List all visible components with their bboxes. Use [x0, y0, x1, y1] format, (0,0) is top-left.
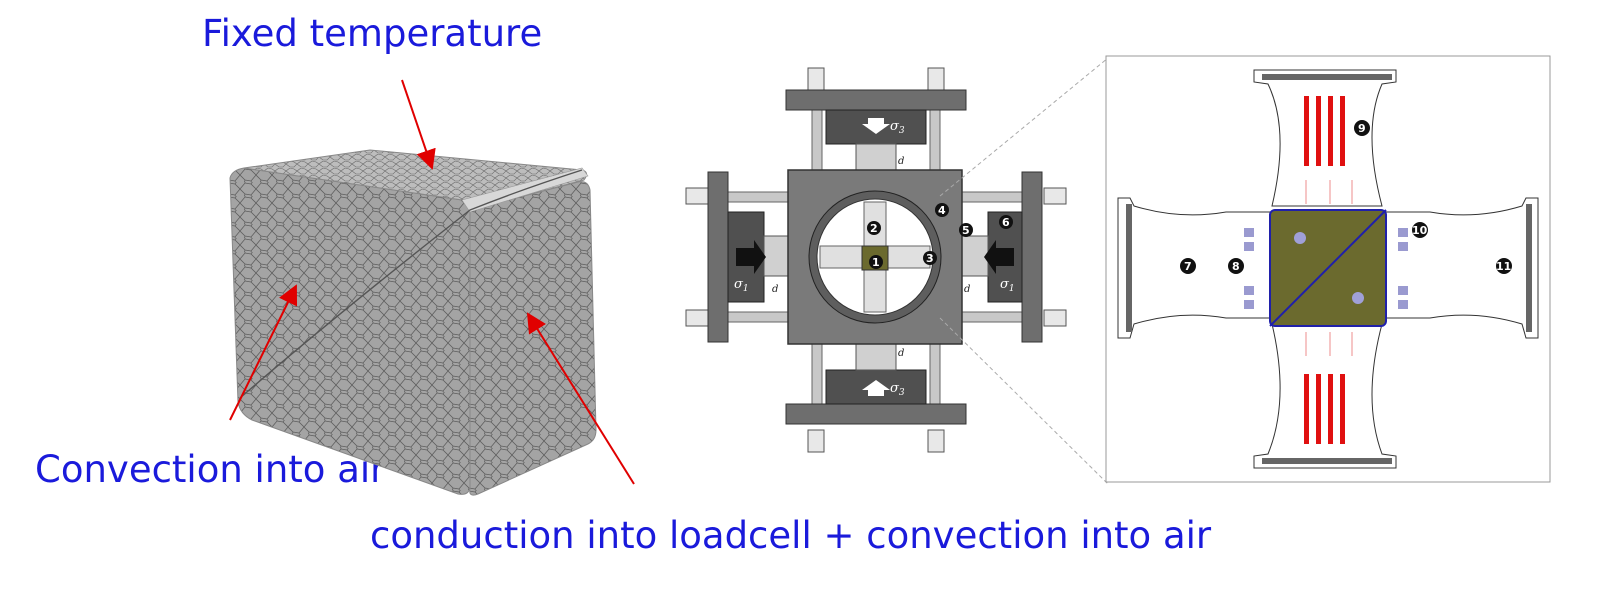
cube-left-face	[229, 167, 471, 495]
sigma3-bottom-label: σ3	[890, 381, 905, 398]
fixed-temperature-label: Fixed temperature	[202, 12, 543, 55]
arrow-conduction-right	[526, 312, 635, 485]
marker-4: 4	[938, 204, 946, 217]
d3-bottom-label: d	[898, 348, 904, 359]
marker-3: 3	[926, 252, 934, 265]
arrow-convection-left	[229, 284, 298, 421]
convection-into-air-label: Convection into air	[35, 448, 386, 491]
marker-7: 7	[1184, 260, 1192, 273]
marker-5: 5	[962, 224, 970, 237]
marker-10: 10	[1412, 224, 1428, 237]
marker-1: 1	[872, 256, 880, 269]
d1-right-label: d	[964, 284, 970, 295]
cube-right-face	[469, 181, 597, 496]
cube-diagonal-crack	[239, 169, 583, 399]
marker-11: 11	[1496, 260, 1511, 273]
d1-left-label: d	[772, 284, 778, 295]
marker-9: 9	[1358, 122, 1366, 135]
sigma1-right-label: σ1	[1000, 277, 1015, 294]
marker-8: 8	[1232, 260, 1240, 273]
apparatus-markers: 1 2 3 4 5 6	[867, 203, 1013, 269]
meshed-cube	[229, 149, 597, 496]
sigma3-top-label: σ3	[890, 119, 905, 136]
conduction-convection-label: conduction into loadcell + convection in…	[370, 514, 1212, 557]
zoom-detail-panel: 7 8 9 10 11	[1105, 55, 1551, 483]
marker-2: 2	[870, 222, 878, 235]
loading-frame	[685, 57, 1109, 485]
d3-top-label: d	[898, 156, 904, 167]
arrow-fixed-temperature	[401, 79, 436, 170]
sigma1-left-label: σ1	[734, 277, 749, 294]
marker-6: 6	[1002, 216, 1010, 229]
